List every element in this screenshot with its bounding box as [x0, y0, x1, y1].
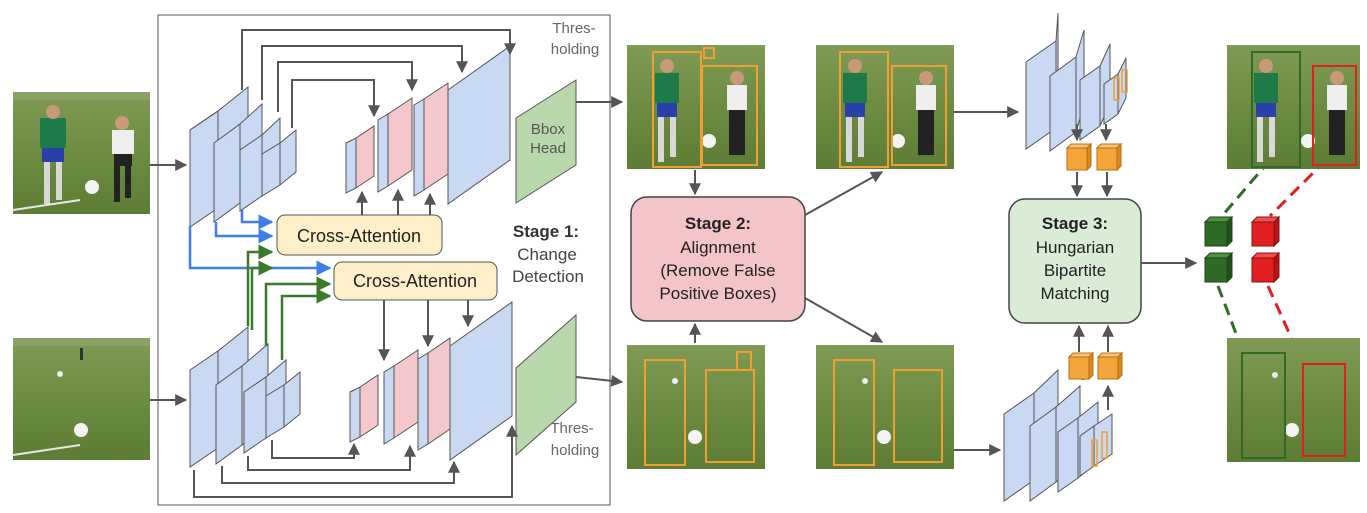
thresholding-bottom-line1: Thres- — [550, 420, 593, 437]
decoder-bottom-output — [449, 301, 513, 461]
decoder-bottom — [349, 301, 513, 461]
decoder-top — [345, 45, 511, 205]
cross-attention-top-label: Cross-Attention — [297, 226, 421, 246]
encoder-top — [189, 85, 297, 228]
input-image-after — [12, 338, 150, 460]
stage2-line3: Positive Boxes) — [659, 284, 776, 303]
player-green-figure — [40, 105, 66, 204]
bbox-head-top — [515, 79, 577, 204]
thresholding-top-line1: Thres- — [552, 20, 595, 37]
aligned-boxes-image-after — [816, 345, 954, 469]
encoder-stage3-bottom — [1003, 368, 1113, 502]
stage3-title: Stage 3: — [1042, 214, 1108, 233]
stage2-box — [630, 196, 806, 322]
matched-cubes-green — [1203, 215, 1234, 284]
aligned-boxes-image-before — [816, 45, 954, 169]
matched-cubes-red — [1250, 215, 1281, 284]
feature-cubes-top — [1065, 142, 1123, 172]
detected-boxes-image-before — [627, 45, 765, 169]
player-white-figure — [112, 116, 134, 202]
cross-attention-bottom-label: Cross-Attention — [353, 271, 477, 291]
encoder-stage3-top — [1025, 12, 1128, 152]
stage2-line1: Alignment — [680, 238, 756, 257]
stage1-line2: Detection — [512, 267, 584, 286]
bbox-head-label-line2: Head — [530, 140, 566, 157]
cross-attention-top — [276, 214, 443, 256]
feature-cubes-bottom — [1067, 351, 1124, 381]
encoder-bottom — [189, 325, 301, 468]
cross-attention-bottom — [333, 261, 498, 301]
stage3-line1: Hungarian — [1036, 238, 1114, 257]
stage1-title: Stage 1: — [513, 222, 579, 241]
stage2-title: Stage 2: — [685, 214, 751, 233]
stage3-box — [1008, 198, 1142, 324]
thresholding-bottom-line2: holding — [551, 442, 599, 459]
bbox-head-label-line1: Bbox — [531, 121, 566, 138]
detected-boxes-image-after — [627, 345, 765, 469]
decoder-top-output — [447, 45, 511, 205]
stage1-frame — [157, 14, 611, 506]
thresholding-top-line2: holding — [551, 41, 599, 58]
input-image-before — [12, 92, 150, 214]
stage1-line1: Change — [517, 245, 577, 264]
stage2-line2: (Remove False — [660, 261, 775, 280]
matched-result-image-after — [1227, 338, 1360, 462]
matched-result-image-before — [1227, 45, 1360, 169]
stage3-line2: Bipartite — [1044, 261, 1106, 280]
stage3-line3: Matching — [1041, 284, 1110, 303]
